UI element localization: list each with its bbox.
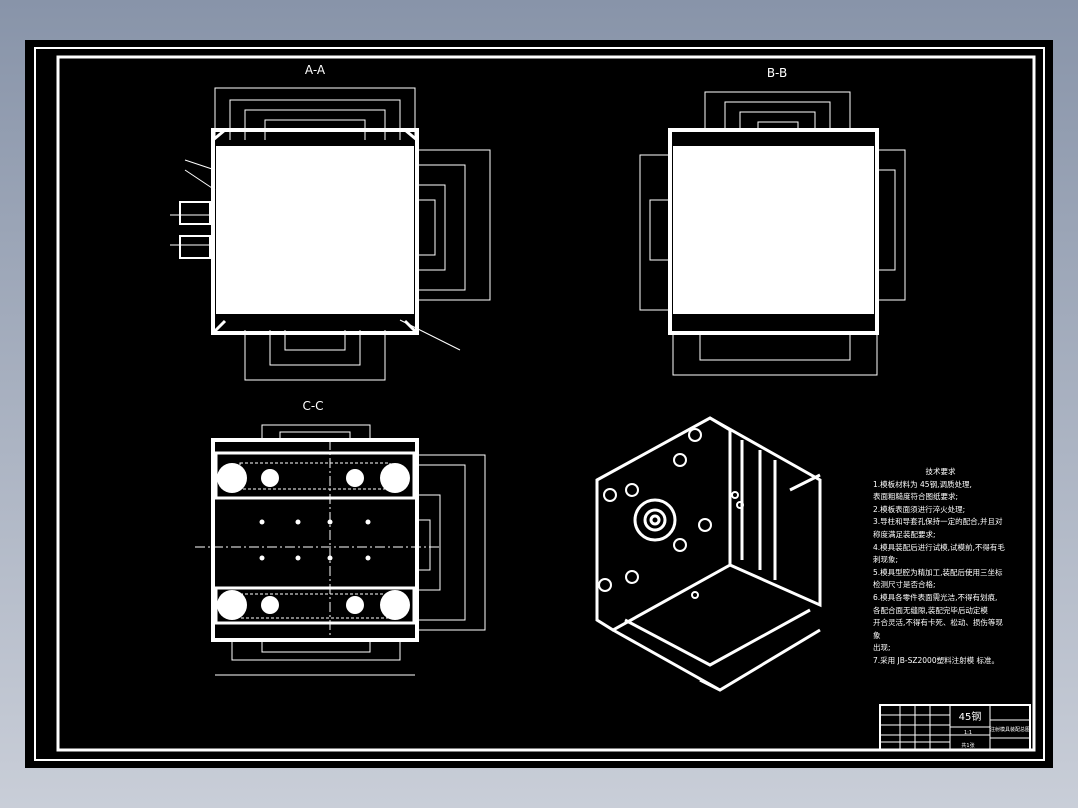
- drawing-name: 注射模具装配总图: [990, 726, 1030, 733]
- inner-border: [56, 55, 1036, 752]
- section-view-aa: A-A: [170, 63, 491, 381]
- note-line: 刺现象;: [873, 555, 899, 565]
- svg-text:C-C: C-C: [302, 399, 323, 413]
- note-line: 3.导柱和导套孔保持一定的配合,并且对: [873, 517, 1003, 527]
- outer-border: [34, 47, 1045, 761]
- note-line: 表面粗糙度符合图纸要求;: [873, 492, 959, 502]
- section-view-bb: B-B: [639, 66, 906, 376]
- notes-title: 技术要求: [925, 467, 956, 476]
- cad-drawing-sheet: A-A B-B C-C: [25, 40, 1053, 768]
- note-line: 出现;: [873, 643, 891, 653]
- note-line: 2.模板表面须进行淬火处理;: [873, 504, 966, 514]
- note-line: 6.模具各零件表面需光洁,不得有划痕,: [873, 592, 998, 602]
- note-line: 5.模具型腔为精加工,装配后使用三坐标: [873, 567, 1003, 577]
- svg-text:A-A: A-A: [305, 63, 326, 77]
- section-view-cc: C-C: [195, 399, 486, 676]
- note-line: 4.模具装配后进行试模,试模前,不得有毛: [873, 542, 1005, 552]
- technical-requirements: 技术要求 1.模板材料为 45钢,调质处理, 表面粗糙度符合图纸要求; 2.模板表面须…: [873, 466, 1008, 668]
- note-line: 检测尺寸是否合格;: [873, 580, 936, 590]
- note-line: 开合灵活,不得有卡死、松动、损伤等现象: [873, 618, 1003, 640]
- material-label: 45钢: [959, 710, 982, 723]
- drawing-canvas[interactable]: A-A B-B C-C: [25, 40, 1053, 768]
- note-line: 各配合面无缝隙,装配完毕后动定模: [873, 605, 988, 615]
- note-line: 1.模板材料为 45钢,调质处理,: [873, 479, 972, 489]
- svg-text:B-B: B-B: [767, 66, 787, 80]
- note-line: 7.采用 JB-SZ2000塑料注射模 标准。: [873, 655, 999, 665]
- sheet-count: 共1张: [961, 742, 974, 749]
- title-block: [879, 704, 1031, 751]
- note-line: 称度满足装配要求;: [873, 529, 936, 539]
- scale-label: 1:1: [964, 730, 972, 736]
- isometric-view: [595, 416, 822, 692]
